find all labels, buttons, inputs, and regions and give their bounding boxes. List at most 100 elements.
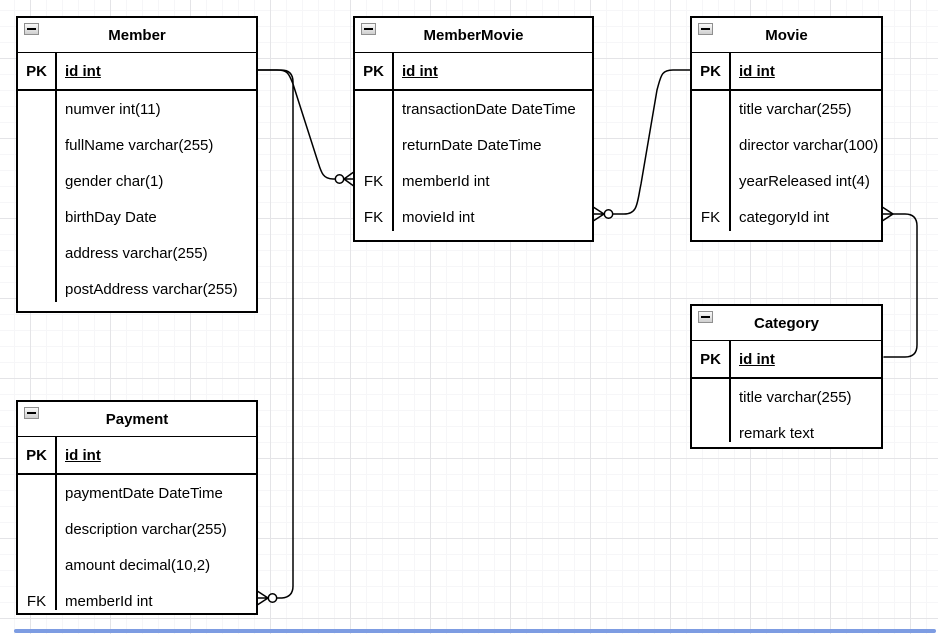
zero-circle-icon bbox=[603, 209, 614, 219]
relationship-movie-membermovie[interactable] bbox=[593, 69, 691, 222]
entity-header: Payment bbox=[18, 402, 256, 437]
collapse-minus-icon[interactable] bbox=[698, 311, 713, 323]
table-row[interactable]: birthDay Date bbox=[18, 199, 256, 235]
table-row[interactable]: PK id int bbox=[18, 437, 256, 475]
pk-column-divider bbox=[55, 437, 57, 610]
table-row[interactable]: address varchar(255) bbox=[18, 235, 256, 271]
edge-line[interactable] bbox=[257, 69, 294, 599]
table-row[interactable]: remark text bbox=[692, 415, 881, 447]
field-cell: numver int(11) bbox=[65, 100, 161, 118]
entity-rows: PK id int title varchar(255) director varch… bbox=[692, 53, 881, 240]
field-cell: movieId int bbox=[402, 208, 475, 226]
field-cell: address varchar(255) bbox=[65, 244, 208, 262]
entity-header: Category bbox=[692, 306, 881, 341]
field-cell: memberId int bbox=[402, 172, 490, 190]
table-row[interactable]: yearReleased int(4) bbox=[692, 163, 881, 199]
table-row[interactable]: PK id int bbox=[692, 341, 881, 379]
collapse-minus-icon[interactable] bbox=[698, 23, 713, 35]
table-row[interactable]: title varchar(255) bbox=[692, 91, 881, 127]
table-row[interactable]: amount decimal(10,2) bbox=[18, 547, 256, 583]
table-row[interactable]: numver int(11) bbox=[18, 91, 256, 127]
entity-member[interactable]: Member PK id int numver int(11) fullName va… bbox=[16, 16, 258, 313]
crowsfoot-icon bbox=[882, 206, 894, 222]
field-cell: postAddress varchar(255) bbox=[65, 280, 238, 298]
entity-header: Movie bbox=[692, 18, 881, 53]
pk-key-cell: PK bbox=[26, 446, 47, 464]
table-row[interactable]: fullName varchar(255) bbox=[18, 127, 256, 163]
entity-rows: PK id int numver int(11) fullName varchar(2… bbox=[18, 53, 256, 311]
field-cell: birthDay Date bbox=[65, 208, 157, 226]
entity-header: MemberMovie bbox=[355, 18, 592, 53]
field-cell: id int bbox=[65, 446, 101, 464]
table-row[interactable]: returnDate DateTime bbox=[355, 127, 592, 163]
field-cell: categoryId int bbox=[739, 208, 830, 226]
fk-key-cell: FK bbox=[700, 208, 721, 226]
collapse-minus-icon[interactable] bbox=[361, 23, 376, 35]
relationship-member-membermovie[interactable] bbox=[257, 69, 354, 187]
field-cell: id int bbox=[739, 62, 775, 80]
horizontal-scrollbar-thumb[interactable] bbox=[14, 629, 936, 633]
field-cell: amount decimal(10,2) bbox=[65, 556, 211, 574]
pk-key-cell: PK bbox=[363, 62, 384, 80]
table-row[interactable]: FK memberId int bbox=[355, 163, 592, 199]
field-cell: fullName varchar(255) bbox=[65, 136, 214, 154]
edge-line[interactable] bbox=[612, 69, 691, 215]
table-row[interactable]: PK id int bbox=[355, 53, 592, 91]
fk-key-cell: FK bbox=[363, 172, 384, 190]
table-row[interactable]: FK movieId int bbox=[355, 199, 592, 235]
entity-rows: PK id int title varchar(255) remark text bbox=[692, 341, 881, 447]
relationship-category-movie[interactable] bbox=[882, 206, 918, 358]
entity-title: Movie bbox=[765, 26, 808, 44]
field-cell: id int bbox=[739, 350, 775, 368]
field-cell: title varchar(255) bbox=[739, 388, 852, 406]
edge-line[interactable] bbox=[257, 69, 336, 180]
field-cell: yearReleased int(4) bbox=[739, 172, 870, 190]
entity-category[interactable]: Category PK id int title varchar(255) remar… bbox=[690, 304, 883, 449]
entity-title: Member bbox=[108, 26, 166, 44]
collapse-minus-icon[interactable] bbox=[24, 23, 39, 35]
crowsfoot-icon bbox=[257, 590, 269, 606]
table-row[interactable]: gender char(1) bbox=[18, 163, 256, 199]
entity-title: Category bbox=[753, 314, 820, 332]
table-row[interactable]: description varchar(255) bbox=[18, 511, 256, 547]
table-row[interactable]: FK memberId int bbox=[18, 583, 256, 613]
field-cell: id int bbox=[402, 62, 438, 80]
entity-title: MemberMovie bbox=[423, 26, 524, 44]
fk-key-cell: FK bbox=[363, 208, 384, 226]
edge-line[interactable] bbox=[883, 213, 918, 358]
pk-key-cell: PK bbox=[700, 62, 721, 80]
entity-membermovie[interactable]: MemberMovie PK id int transactionDate Date… bbox=[353, 16, 594, 242]
table-row[interactable]: paymentDate DateTime bbox=[18, 475, 256, 511]
entity-rows: PK id int transactionDate DateTime returnDa… bbox=[355, 53, 592, 240]
pk-column-divider bbox=[729, 341, 731, 442]
table-row[interactable]: postAddress varchar(255) bbox=[18, 271, 256, 307]
entity-header: Member bbox=[18, 18, 256, 53]
field-cell: memberId int bbox=[65, 592, 153, 610]
pk-key-cell: PK bbox=[26, 62, 47, 80]
pk-key-cell: PK bbox=[700, 350, 721, 368]
field-cell: returnDate DateTime bbox=[402, 136, 542, 154]
field-cell: gender char(1) bbox=[65, 172, 164, 190]
table-row[interactable]: director varchar(100) bbox=[692, 127, 881, 163]
table-row[interactable]: PK id int bbox=[18, 53, 256, 91]
table-row[interactable]: transactionDate DateTime bbox=[355, 91, 592, 127]
collapse-minus-icon[interactable] bbox=[24, 407, 39, 419]
table-row[interactable]: PK id int bbox=[692, 53, 881, 91]
crowsfoot-icon bbox=[343, 171, 354, 187]
crowsfoot-icon bbox=[593, 206, 605, 222]
table-row[interactable]: title varchar(255) bbox=[692, 379, 881, 415]
field-cell: id int bbox=[65, 62, 101, 80]
zero-circle-icon bbox=[267, 593, 278, 603]
field-cell: title varchar(255) bbox=[739, 100, 852, 118]
table-row[interactable]: FK categoryId int bbox=[692, 199, 881, 235]
fk-key-cell: FK bbox=[26, 592, 47, 610]
relationship-member-payment[interactable] bbox=[257, 69, 294, 606]
pk-column-divider bbox=[392, 53, 394, 231]
field-cell: director varchar(100) bbox=[739, 136, 879, 154]
field-cell: remark text bbox=[739, 424, 815, 442]
entity-movie[interactable]: Movie PK id int title varchar(255) director… bbox=[690, 16, 883, 242]
